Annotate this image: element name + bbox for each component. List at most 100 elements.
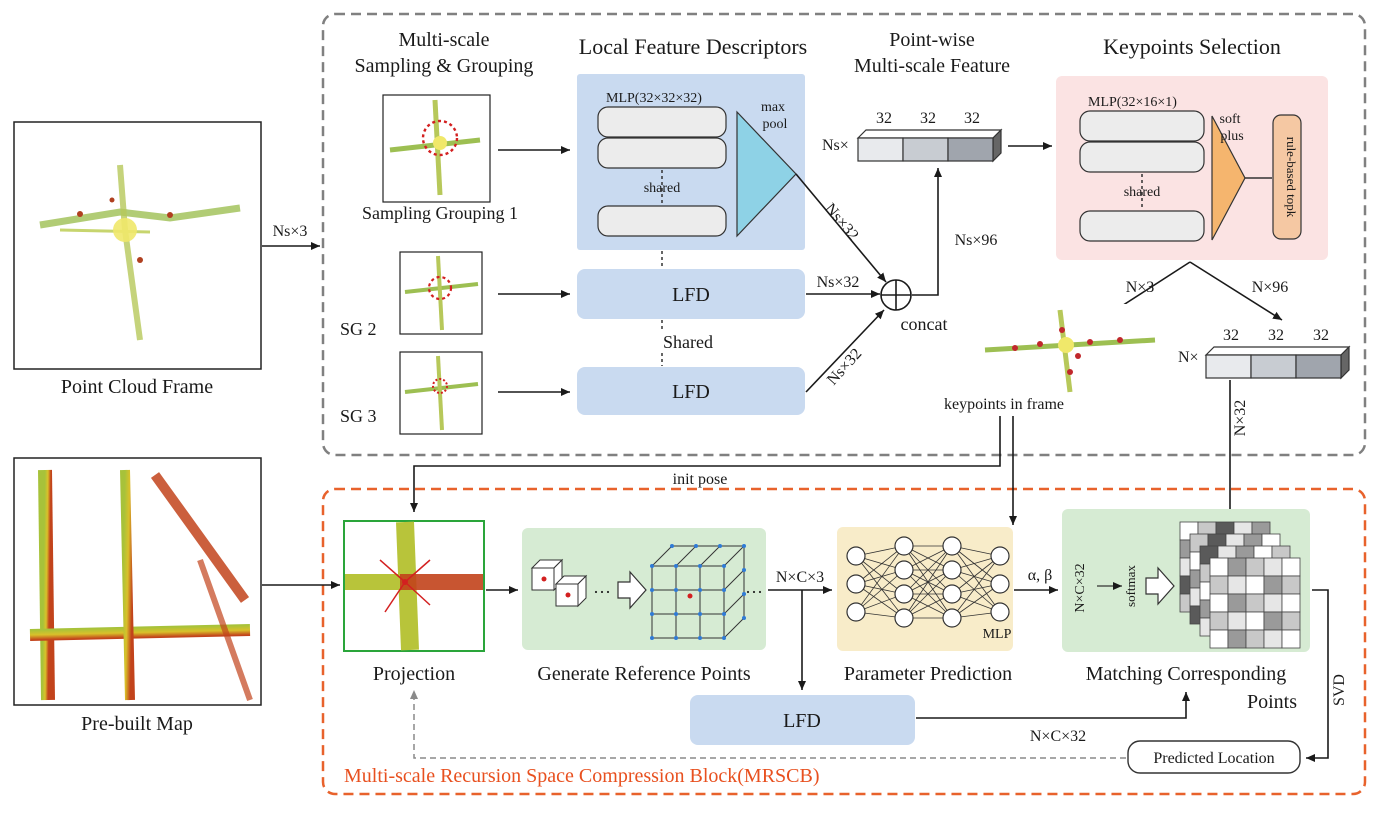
mlp-edge	[903, 569, 953, 619]
dots-label-1: ···	[593, 582, 611, 602]
sampling-title-line2: Sampling & Grouping	[355, 55, 534, 77]
prebuilt-map-label: Pre-built Map	[81, 713, 193, 735]
lfd-box-3-label: LFD	[672, 381, 710, 403]
mlp-label: MLP	[983, 627, 1012, 642]
mlp-node	[894, 608, 914, 628]
mlp-edge	[855, 583, 905, 619]
match-label-line1: Matching Corresponding	[1086, 663, 1287, 685]
prebuilt-map-image	[13, 457, 262, 706]
topk-box	[1272, 114, 1302, 240]
mlp-node	[990, 546, 1010, 566]
matrix-cell	[1227, 611, 1247, 631]
plus-label: plus	[1220, 129, 1243, 144]
matrix-cell	[1209, 593, 1229, 613]
mlp-node	[846, 546, 866, 566]
match-label-line2: Points	[1247, 691, 1297, 713]
param-pred-label: Parameter Prediction	[844, 663, 1012, 685]
n-feature-vector	[1204, 345, 1351, 380]
ns-dim-2: 32	[920, 110, 936, 127]
keypoints-panel	[1056, 76, 1328, 260]
mlp-32-label: MLP(32×32×32)	[606, 91, 702, 106]
mlp-edge	[951, 555, 1001, 595]
matrix-cell	[1245, 593, 1265, 613]
keypoints-title: Keypoints Selection	[1103, 34, 1281, 59]
projection-label: Projection	[373, 663, 455, 685]
projection-image	[343, 520, 485, 652]
softmax-label: softmax	[1123, 565, 1138, 607]
concat-symbol	[880, 279, 912, 311]
matrix-cell	[1281, 629, 1301, 649]
point-cloud-frame-image	[13, 121, 262, 370]
mlp-edge	[951, 583, 1001, 619]
ns96-label: Ns×96	[955, 232, 998, 249]
mlp-edge	[951, 545, 1001, 585]
ns32-label-b: Ns×32	[817, 274, 860, 291]
matrix-cell	[1263, 611, 1283, 631]
predicted-location-label: Predicted Location	[1153, 750, 1274, 767]
pointwise-title-line2: Multi-scale Feature	[854, 55, 1010, 77]
mlp-node	[846, 602, 866, 622]
mlp-edge	[903, 545, 953, 619]
matrix-cell	[1209, 575, 1229, 595]
init-pose-label: init pose	[673, 471, 728, 488]
arrow-concat-to-feature	[912, 168, 942, 296]
mlp-edge	[855, 545, 905, 585]
nc3-label: N×C×3	[776, 569, 824, 586]
matching-matrices	[1179, 521, 1301, 649]
mlp-node	[894, 536, 914, 556]
ns-feature-vector	[856, 128, 1003, 163]
mlp-edge	[951, 569, 1001, 613]
sg3-label: SG 3	[340, 406, 377, 426]
gen-ref-label: Generate Reference Points	[537, 663, 750, 685]
max-label: max	[761, 100, 785, 115]
mlp-nodes	[846, 536, 1010, 628]
point-cloud-frame-label: Point Cloud Frame	[61, 376, 213, 398]
matrix-cell	[1227, 575, 1247, 595]
mlp-node	[990, 574, 1010, 594]
mlp-node	[942, 560, 962, 580]
pointwise-title-line1: Point-wise	[889, 29, 975, 51]
lfd-bottom-box	[690, 695, 915, 745]
nc32-vertical-label: N×C×32	[1073, 563, 1088, 612]
n32-label: N×32	[1232, 400, 1249, 437]
ns32-label-a: Ns×32	[821, 200, 862, 244]
sg2-thumbnail	[399, 251, 483, 335]
n96-label: N×96	[1252, 279, 1289, 296]
matrix-cell	[1281, 593, 1301, 613]
lfd-box-3	[577, 367, 805, 415]
n3-label: N×3	[1126, 279, 1155, 296]
lfd-title: Local Feature Descriptors	[579, 34, 807, 59]
arrow-kp-to-nfeat	[1189, 261, 1283, 321]
arrow-predicted-to-projection	[410, 690, 1126, 759]
matrix-cell	[1245, 557, 1265, 577]
svd-label: SVD	[1331, 674, 1348, 706]
kp-mlp-label: MLP(32×16×1)	[1088, 95, 1177, 110]
keypoints-frame-image	[976, 304, 1162, 394]
keypoints-frame-label: keypoints in frame	[944, 396, 1064, 413]
mlp-node	[942, 608, 962, 628]
lfd-box-2	[577, 269, 805, 319]
mlp-node	[846, 574, 866, 594]
mlp-node	[894, 584, 914, 604]
nc32-label: N×C×32	[1030, 728, 1086, 745]
kp-shared-label: shared	[1124, 185, 1161, 200]
matrix-cell	[1227, 557, 1247, 577]
mlp-edge	[855, 545, 905, 613]
mlp-node	[942, 536, 962, 556]
matrix-cell	[1263, 575, 1283, 595]
arrow-svd	[1306, 589, 1329, 762]
ns-dim-1: 32	[876, 110, 892, 127]
softplus-funnel	[1211, 115, 1246, 241]
arrow-init-pose	[410, 416, 1001, 512]
mlp-edge	[903, 545, 953, 595]
lfd-box-2-label: LFD	[672, 284, 710, 306]
sampling-title-line1: Multi-scale	[398, 29, 489, 51]
mlp-edge	[951, 555, 1001, 619]
mlp-edge	[855, 569, 905, 613]
lfd-panel	[577, 74, 805, 250]
param-panel	[837, 527, 1013, 651]
mlp-node	[894, 560, 914, 580]
n-dim-1: 32	[1223, 327, 1239, 344]
arrow-lfd-to-match	[916, 692, 1190, 719]
